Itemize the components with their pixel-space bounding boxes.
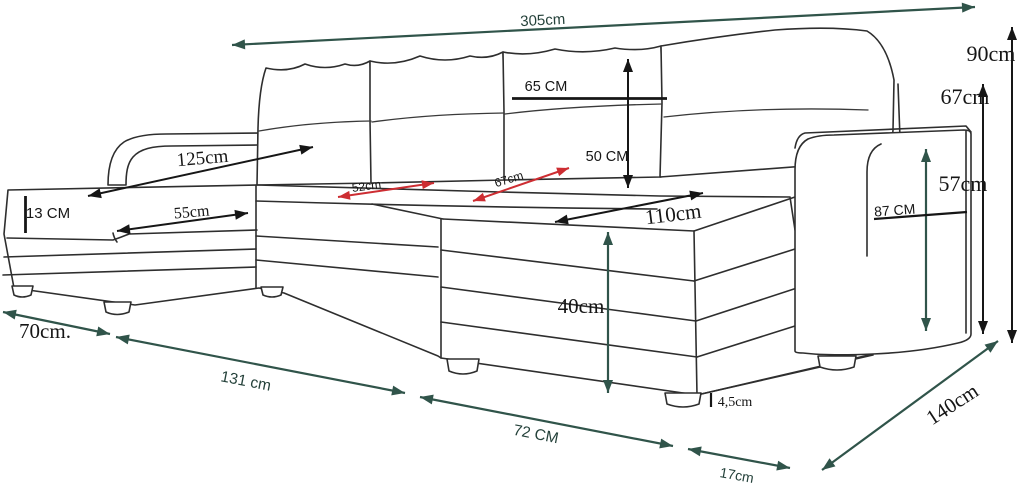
pillow-crease-1 (258, 120, 372, 132)
dim-arrow-front-gap (687, 446, 791, 471)
pillow-crease-2 (371, 112, 505, 123)
black-dimension-arrows (24, 27, 1017, 407)
dim-label-back-height: 90cm (967, 41, 1016, 66)
dim-arrow-front-width-left (115, 334, 406, 396)
dim-label-leg-height: 4,5cm (718, 395, 753, 410)
dim-label-pillow-width: 65 CM (525, 79, 568, 95)
dim-arrow-total-width (231, 2, 976, 50)
dim-label-armrest-height: 57cm (939, 171, 988, 196)
dim-label-seat-height: 40cm (558, 294, 605, 318)
back-pillow-2 (369, 51, 506, 184)
dim-label-chaise-diagonal: 125cm (176, 146, 230, 171)
dim-arrow-chaise-diagonal (87, 144, 314, 199)
dim-arrow-front-width-mid (419, 394, 674, 449)
pillow-crease-4 (663, 108, 869, 118)
dim-line-armrest-length (873, 210, 968, 221)
dim-arrow-chaise-seat (116, 209, 249, 235)
dim-arrow-side-depth-right (821, 340, 999, 471)
sofa-sketch (2, 27, 972, 408)
back-pillow-1 (256, 60, 374, 186)
dim-label-total-width: 305cm (520, 11, 566, 30)
dim-label-chaise-seat: 55cm (173, 202, 210, 222)
dim-label-seat-depth-1: 52cm (351, 177, 382, 195)
dim-label-side-depth-left: 70cm. (19, 319, 71, 343)
pillow-crease-3 (504, 103, 663, 115)
dim-label-front-gap: 17cm (719, 464, 755, 483)
red-dimension-arrows (337, 167, 570, 202)
sofa-lower-body (3, 184, 874, 396)
dim-label-armrest-length: 87 CM (874, 201, 916, 220)
dim-arrow-chaise-length (554, 190, 704, 225)
dim-label-pillow-height: 50 CM (586, 149, 629, 165)
back-frame-edge (897, 83, 901, 139)
right-armrest (794, 129, 972, 356)
dim-arrow-seat-depth-1 (337, 180, 435, 200)
dim-label-front-width-mid: 72 CM (512, 422, 560, 447)
sofa-seam-lines (2, 184, 798, 396)
dim-arrow-seat-depth-2 (472, 167, 570, 202)
dim-label-front-width-left: 131 cm (219, 368, 272, 394)
dim-arrow-side-depth-left (2, 309, 111, 337)
back-pillow-3 (502, 45, 664, 181)
dim-label-seat-edge: 13 CM (26, 205, 70, 222)
green-dimension-arrows (2, 2, 999, 471)
dim-label-side-depth-right: 140cm (922, 379, 983, 430)
dim-label-backrest-height: 67cm (941, 84, 990, 109)
